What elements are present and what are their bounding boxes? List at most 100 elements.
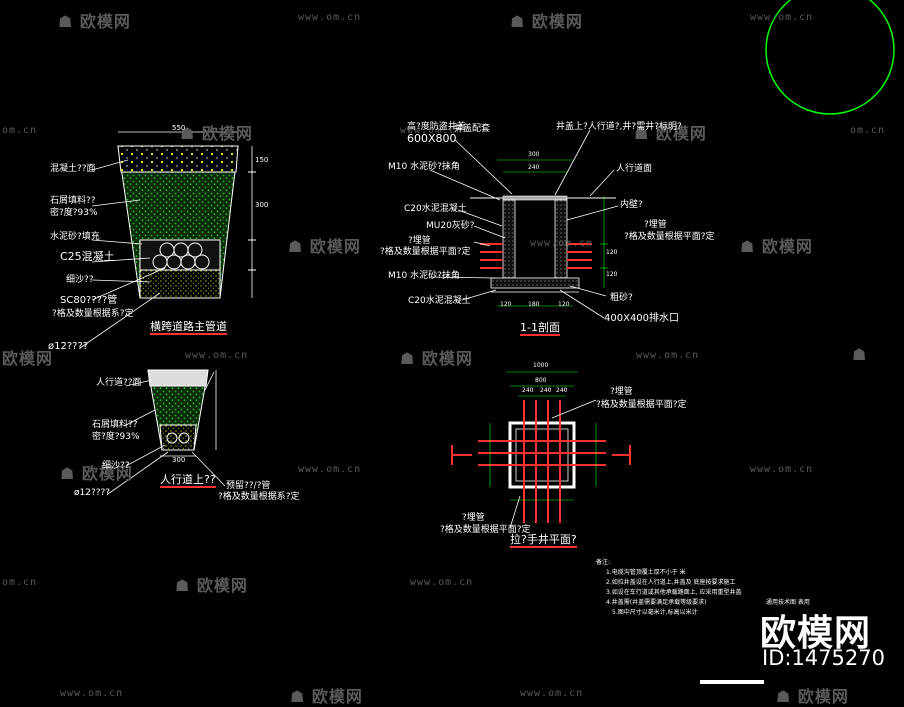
conduit-pipes	[152, 242, 210, 270]
watermark-url: www.om.cn	[298, 464, 362, 475]
label-sidewalk: 人行道面	[616, 164, 653, 174]
watermark-url: www.om.cn	[60, 688, 124, 699]
watermark-url: om.cn	[2, 577, 38, 588]
label-spec-system: ?格及数量根据系?定	[218, 492, 300, 502]
dim-label: 180	[528, 301, 540, 308]
watermark-brand: ☗ 欧模网	[58, 12, 131, 31]
notes-line: 1.电缆沟管顶覆土厚不小于 米	[606, 569, 686, 576]
watermark-brand: 欧模网	[2, 349, 54, 368]
watermark-brand: ☗ 欧模网	[776, 687, 849, 706]
notes-line: 2.如拉井盖设在人行道上,井盖及 底座按要求施工	[606, 579, 736, 586]
notes-side: 通用技术图 表用	[766, 599, 810, 606]
dim-label: 800	[535, 377, 547, 384]
watermark-url: www.om.cn	[750, 464, 814, 475]
notes-line: 3.如设在车行道或其他承载路面上, 应采用重型井盖	[606, 589, 742, 596]
watermark-brand: ☗ 欧模网	[400, 349, 473, 368]
watermark-brand: ☗ 欧模网	[175, 576, 248, 595]
label-compaction: 密?度?93%	[92, 432, 140, 442]
label-cover-set: 井盖配套	[454, 124, 491, 134]
label-drain: 400X400排水口	[604, 313, 680, 324]
dim-label: 240	[540, 387, 552, 394]
label-concrete-surface: 混凝土??面	[50, 164, 96, 174]
watermark-url: om.cn	[2, 125, 38, 136]
watermark-url: www.om.cn	[530, 238, 594, 249]
watermark-url: om.cn	[850, 125, 886, 136]
label-m10-bottom: M10 水泥砂?抹角	[388, 271, 460, 281]
dim-label: 240	[522, 387, 534, 394]
dim-label: 240	[528, 164, 540, 171]
label-m10-top: M10 水泥砂?抹角	[388, 162, 460, 172]
label-spec-plan: ?格及数量根据平面?定	[440, 525, 531, 535]
label-spec-plan: ?格及数量根据平面?定	[624, 232, 715, 242]
watermark-brand: ☗ 欧模网	[288, 237, 361, 256]
dim-label: 1000	[533, 362, 549, 369]
label-phi12: ø12????	[48, 341, 89, 352]
dim-label: 240	[556, 387, 568, 394]
label-embedded-pipe: ?埋管	[644, 220, 667, 230]
watermark-url: www.om.cn	[298, 12, 362, 23]
pull-box-plan-view	[451, 371, 631, 529]
label-spec-plan: ?格及数量根据平面?定	[596, 400, 687, 410]
manhole-cross-section	[429, 129, 619, 319]
label-cover-size: 600X800	[407, 132, 457, 145]
label-embedded-pipe: ?埋管	[462, 513, 485, 523]
label-compaction: 密?度?93%	[50, 208, 98, 218]
dim-label: 300	[255, 201, 269, 209]
dim-label: 120	[606, 249, 618, 256]
label-manhole-cover: 高?度防盗井盖	[407, 122, 466, 132]
dim-label: 120	[500, 301, 512, 308]
section-title: 1-1剖面	[520, 321, 560, 336]
label-mu20: MU20灰砂?	[426, 221, 475, 231]
label-mortar: 水泥砂?填充	[50, 232, 100, 242]
dim-label: 550	[172, 124, 186, 132]
notes-heading: 备注:	[596, 559, 611, 566]
sidewalk-trench-title: 人行道上??	[160, 473, 216, 488]
dim-label: 120	[558, 301, 570, 308]
watermark-brand: ☗ 欧模网	[180, 124, 253, 143]
watermark-url: www.om.cn	[400, 125, 464, 136]
watermark-url: www.om.cn	[750, 12, 814, 23]
label-c20-top: C20水泥混凝土	[404, 204, 467, 214]
label-embedded-pipe: ?埋管	[610, 387, 633, 397]
label-c25: C25混凝土	[60, 250, 115, 263]
label-fine-sand: 细沙??	[102, 461, 130, 471]
plan-title: 拉?手井平面?	[510, 533, 577, 548]
label-embedded-pipe: ?埋管	[408, 236, 431, 246]
main-trench-title: 横跨道路主管道	[150, 320, 227, 335]
brand-name: 欧模网	[760, 613, 872, 654]
label-c20-bottom: C20水泥混凝土	[408, 296, 471, 306]
watermark-brand: ☗ 欧模网	[740, 237, 813, 256]
label-cover-note: 井盖上?人行道?,井?需井?标明?	[556, 122, 682, 132]
watermark-brand: ☗ 欧模网	[290, 687, 363, 706]
label-fine-sand: 细沙??	[66, 275, 94, 285]
label-reserved-pipe: 预留??/?管	[226, 481, 271, 491]
label-phi12: ø12????	[74, 488, 111, 498]
notes-line: 5.图中尺寸以毫米计,标高以米计	[612, 609, 698, 616]
label-inner-wall: 内壁?	[620, 200, 643, 210]
dim-label: 120	[606, 271, 618, 278]
dim-label: 300	[172, 456, 186, 464]
watermark-brand: ☗	[852, 345, 868, 364]
reference-circle	[765, 0, 895, 115]
watermark-url: www.om.cn	[410, 577, 474, 588]
watermark-url: www.om.cn	[636, 350, 700, 361]
watermark-brand: ☗ 欧模网	[510, 12, 583, 31]
notes-line: 4.井盖需(井盖需要满足承载等级要求)	[606, 599, 707, 606]
label-sidewalk-surface: 人行道??面	[96, 378, 142, 388]
dim-label: 150	[255, 156, 269, 164]
label-spec-system: ?格及数量根据系?定	[52, 309, 134, 319]
label-fill: 石屑填料??	[50, 196, 96, 206]
watermark-url: www.om.cn	[185, 350, 249, 361]
label-spec-plan: ?格及数量根据平面?定	[380, 247, 471, 257]
watermark-brand: ☗ 欧模网	[60, 464, 133, 483]
watermark-url: www.om.cn	[520, 688, 584, 699]
label-fill: 石屑填料??	[92, 420, 138, 430]
main-trench-section	[79, 131, 256, 349]
label-sc80-pipe: SC80????管	[60, 295, 118, 306]
watermark-brand: ☗ 欧模网	[634, 124, 707, 143]
dim-label: 300	[528, 151, 540, 158]
label-coarse-sand: 粗砂?	[610, 293, 633, 303]
brand-id: ID:1475270	[762, 646, 885, 670]
sidewalk-trench-section	[107, 369, 226, 495]
